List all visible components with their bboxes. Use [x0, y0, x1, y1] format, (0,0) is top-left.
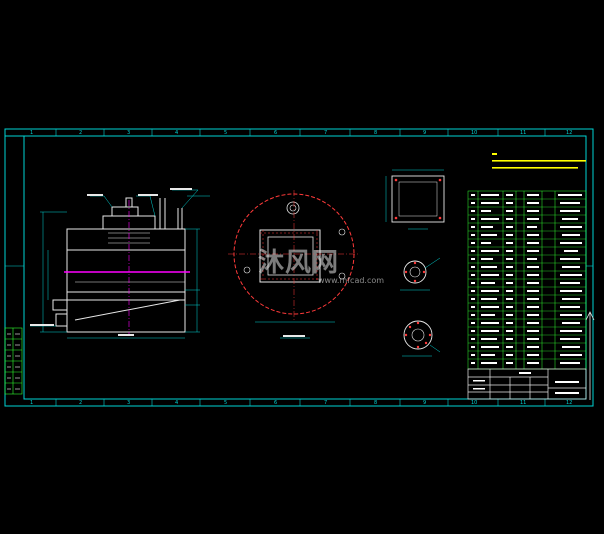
- detail-square-dims: [385, 169, 444, 230]
- watermark-brand: 沐风网: [258, 248, 340, 278]
- border-numbers-top: 1 2 3 4 5 6 7 8 9 10 11 12: [30, 130, 572, 136]
- border-number: 1: [30, 130, 33, 136]
- border-number: 9: [423, 130, 426, 136]
- title-block-text: [473, 372, 579, 394]
- detail-square-holes: [394, 178, 442, 220]
- tank-labels: [30, 188, 192, 336]
- top-view-label: [283, 335, 305, 337]
- border-number: 2: [79, 130, 82, 136]
- border-number: 8: [374, 400, 377, 406]
- top-view-dims: [255, 321, 335, 339]
- border-number: 5: [224, 400, 227, 406]
- flange-detail-upper: [403, 260, 427, 284]
- right-section-arrow: [585, 311, 595, 400]
- border-number: 9: [423, 400, 426, 406]
- border-number: 6: [274, 400, 277, 406]
- parts-list-rows: [468, 198, 586, 360]
- flange-leaders: [400, 257, 441, 357]
- tank-leaders: [30, 189, 210, 327]
- left-revision-block: [4, 327, 23, 395]
- border-number: 3: [127, 400, 130, 406]
- border-number: 7: [324, 400, 327, 406]
- watermark-url: www.mfcad.com: [318, 276, 385, 285]
- border-number: 11: [520, 400, 526, 406]
- technical-notes: [492, 153, 586, 169]
- top-view-centerlines: [228, 190, 360, 320]
- parts-list-table: [467, 190, 587, 370]
- border-number: 10: [471, 130, 477, 136]
- flange-detail-lower-bolts: [404, 321, 432, 349]
- flange-detail-lower: [403, 320, 433, 350]
- border-number: 4: [175, 400, 178, 406]
- border-number: 8: [374, 130, 377, 136]
- border-number: 5: [224, 130, 227, 136]
- left-revision-marks: [7, 333, 20, 390]
- border-number: 11: [520, 130, 526, 136]
- flange-detail-upper-bolts: [404, 261, 426, 283]
- border-number: 3: [127, 130, 130, 136]
- tank-centerline: [64, 200, 190, 335]
- top-view-hatch: [260, 230, 320, 282]
- frame-tick-marks: [5, 129, 593, 406]
- border-number: 2: [79, 400, 82, 406]
- border-number: 7: [324, 130, 327, 136]
- detail-square-view: [391, 175, 445, 223]
- tank-front-view: [52, 197, 186, 333]
- border-number: 1: [30, 400, 33, 406]
- border-number: 12: [566, 400, 572, 406]
- border-number: 4: [175, 130, 178, 136]
- border-number: 12: [566, 130, 572, 136]
- border-numbers-bottom: 1 2 3 4 5 6 7 8 9 10 11 12: [30, 400, 572, 406]
- parts-list-text: [471, 194, 582, 364]
- tank-dimensions: [40, 211, 200, 339]
- title-block: [467, 368, 587, 400]
- border-number: 6: [274, 130, 277, 136]
- border-number: 10: [471, 400, 477, 406]
